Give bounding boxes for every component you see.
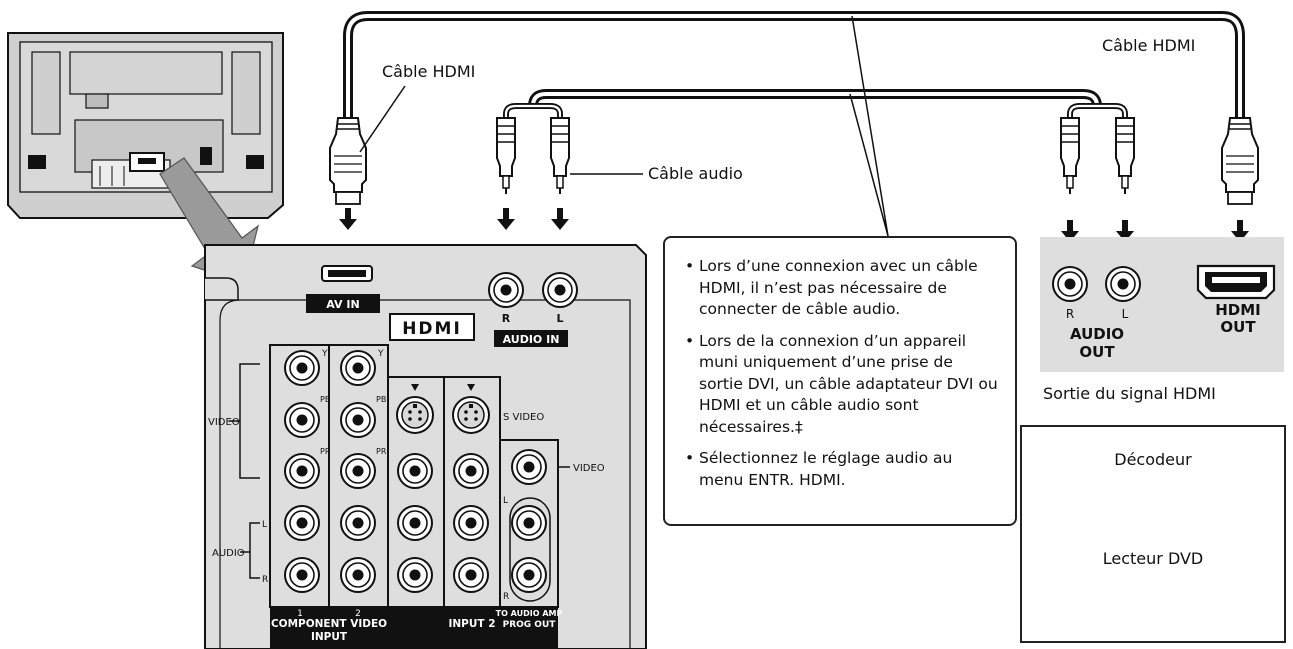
rca-plug-tv-r [496, 117, 516, 195]
video-left-label: VIDEO [208, 417, 240, 428]
hdmi-cable-left-label: Câble HDMI [382, 62, 476, 81]
note-pointer [849, 15, 889, 237]
dvd-player-label: Lecteur DVD [1102, 549, 1204, 568]
prog-out-l-label: L [503, 496, 508, 506]
comp1-pr-jack [284, 453, 320, 489]
rca-plug-src-r [1060, 117, 1080, 195]
audio-in-bar [494, 330, 568, 347]
comp2-audio-r-jack [340, 557, 376, 593]
s-video-label: S VIDEO [503, 412, 544, 423]
audio-out-l-label: L [1122, 307, 1129, 321]
prog-out-label: PROG OUT [503, 620, 557, 630]
devices-box [1020, 425, 1286, 643]
col1-number: 1 [297, 609, 303, 619]
note-item: Lors d’une connexion avec un câble HDMI,… [685, 256, 1001, 321]
audio-l-small-label: L [262, 520, 267, 530]
comp2-audio-l-jack [340, 505, 376, 541]
audio-r-small-label: R [262, 575, 268, 585]
audio-in-r-jack [488, 272, 524, 308]
arrow-down-hdmi-left [339, 208, 357, 230]
component-video-label: COMPONENT VIDEO [271, 618, 387, 630]
input-label: INPUT [311, 631, 348, 643]
comp2-pr-label: PR [376, 447, 387, 456]
audio-in-l-jack [542, 272, 578, 308]
comp2-pb-label: PB [376, 395, 386, 404]
note-item: Lors de la connexion d’un appareil muni … [685, 331, 1001, 439]
note-item: Sélectionnez le réglage audio au menu EN… [685, 448, 1001, 491]
input2-audio-l-jack [453, 505, 489, 541]
prog-out-audio-l-jack [511, 505, 547, 541]
audio-out-label-2: OUT [1079, 343, 1115, 361]
input2-svideo-jack [452, 396, 490, 434]
prog-out-video-jack [511, 449, 547, 485]
hdmi-plug-left [329, 117, 367, 205]
audio-out-r-label: R [1066, 307, 1074, 321]
to-audio-amp-label: TO AUDIO AMP [496, 609, 563, 618]
comp1-pb-label: PB [320, 395, 330, 404]
comp2-pb-jack [340, 402, 376, 438]
rca-plug-src-l [1115, 117, 1135, 195]
hdmi-out-port [1196, 264, 1276, 300]
input1-audio-l-jack [397, 505, 433, 541]
left-brackets [229, 363, 260, 579]
input2-video-jack [453, 453, 489, 489]
hdmi-plug-right [1221, 117, 1259, 205]
audio-left-label: AUDIO [212, 548, 245, 559]
hdmi-logo-frame [389, 313, 475, 341]
input1-audio-r-jack [397, 557, 433, 593]
arrow-down-audio-r [497, 208, 515, 230]
comp2-y-jack [340, 350, 376, 386]
comp1-pb-jack [284, 402, 320, 438]
source-output-panel [1040, 237, 1284, 372]
rca-plug-tv-l [550, 117, 570, 195]
hdmi-signal-output-label: Sortie du signal HDMI [1043, 384, 1216, 403]
comp1-audio-l-jack [284, 505, 320, 541]
audio-out-l-jack [1105, 266, 1141, 302]
av-in-label: AV IN [326, 298, 359, 311]
leader-hdmi-cable-left [359, 85, 406, 153]
input2-label: INPUT 2 [448, 618, 495, 630]
input2-audio-r-jack [453, 557, 489, 593]
hdmi-cable-right-label: Câble HDMI [1102, 36, 1196, 55]
decoder-label: Décodeur [1114, 450, 1192, 469]
audio-in-l-label: L [556, 312, 563, 325]
audio-out-r-jack [1052, 266, 1088, 302]
col2-number: 2 [355, 609, 361, 619]
audio-in-r-label: R [502, 312, 511, 325]
notes-list: Lors d’une connexion avec un câble HDMI,… [681, 256, 1001, 491]
comp2-y-label: Y [377, 349, 384, 359]
audio-cable-label: Câble audio [648, 164, 743, 183]
audio-out-label-1: AUDIO [1070, 325, 1124, 343]
prog-out-r-label: R [503, 592, 509, 602]
prog-out-audio-frame [509, 497, 551, 602]
notes-box: Lors d’une connexion avec un câble HDMI,… [663, 236, 1017, 526]
comp1-pr-label: PR [320, 447, 331, 456]
tv-rear-thumbnail [7, 32, 284, 219]
hdmi-logo-text: HDMI [402, 319, 462, 339]
input1-svideo-jack [396, 396, 434, 434]
comp1-audio-r-jack [284, 557, 320, 593]
prog-out-audio-r-jack [511, 557, 547, 593]
comp1-y-label: Y [321, 349, 328, 359]
video-right-label: VIDEO [573, 463, 605, 474]
audio-in-label: AUDIO IN [503, 333, 560, 346]
hdmi-out-label-1: HDMI [1215, 301, 1261, 319]
comp2-pr-jack [340, 453, 376, 489]
hdmi-out-label-2: OUT [1220, 318, 1256, 336]
hdmi-cable [343, 11, 1245, 123]
av-in-hdmi-port [306, 265, 380, 313]
comp1-y-jack [284, 350, 320, 386]
arrow-down-audio-l [551, 208, 569, 230]
audio-cable [503, 89, 1128, 126]
input1-video-jack [397, 453, 433, 489]
component-input-frame [269, 344, 559, 649]
